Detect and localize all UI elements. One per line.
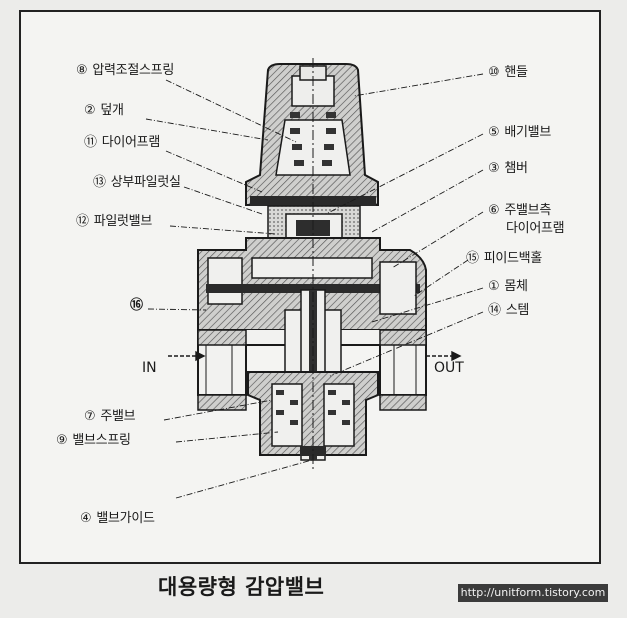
bonnet	[245, 63, 379, 206]
label-part-16: ⑯	[130, 298, 143, 313]
watermark: http://unitform.tistory.com	[458, 584, 608, 602]
label-main-valve-diaphragm-line2: 다이어프램	[506, 221, 565, 236]
flow-in-label: IN	[142, 360, 157, 376]
figure-caption: 대용량형 감압밸브	[158, 575, 325, 599]
flow-arrows	[168, 350, 462, 362]
flow-out-label: OUT	[434, 360, 464, 376]
pressure-adjusting-spring	[290, 112, 336, 166]
leader-lines	[145, 73, 484, 499]
